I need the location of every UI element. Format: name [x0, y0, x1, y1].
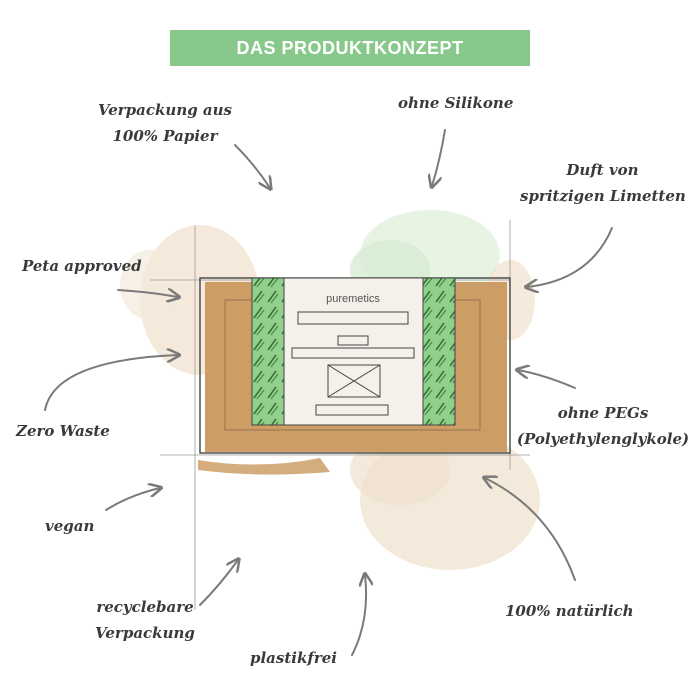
product-label: puremetics — [251, 277, 456, 426]
leaf-pattern-right — [422, 277, 456, 426]
arrow-plastic-free — [351, 575, 366, 656]
page-title: DAS PRODUKTKONZEPT — [170, 30, 530, 66]
label-recyclable: recyclebare Verpackung — [95, 598, 195, 642]
arrow-scent — [527, 227, 613, 287]
arrow-no-silicones — [432, 129, 446, 186]
arrow-recyclable — [199, 560, 238, 606]
label-vegan: vegan — [45, 517, 95, 535]
arrow-vegan — [105, 488, 160, 511]
label-paper-packaging: Verpackung aus 100% Papier — [97, 101, 233, 145]
arrow-paper-packaging — [234, 144, 270, 188]
label-scent: Duft von spritzigen Limetten — [520, 161, 686, 205]
leaf-pattern-left — [251, 277, 285, 426]
label-natural: 100% natürlich — [505, 602, 634, 620]
arrow-peta — [117, 290, 178, 297]
label-no-silicones: ohne Silikone — [398, 94, 514, 112]
arrow-zero-waste — [44, 355, 178, 411]
arrow-no-pegs — [518, 370, 576, 389]
label-plastic-free: plastikfrei — [250, 649, 337, 667]
arrow-natural — [485, 478, 576, 581]
label-panel — [283, 277, 424, 426]
label-peta-approved: Peta approved — [22, 257, 142, 275]
brand-name: puremetics — [326, 293, 380, 305]
label-zero-waste: Zero Waste — [16, 422, 110, 440]
label-no-pegs: ohne PEGs (Polyethylenglykole) — [516, 404, 690, 448]
